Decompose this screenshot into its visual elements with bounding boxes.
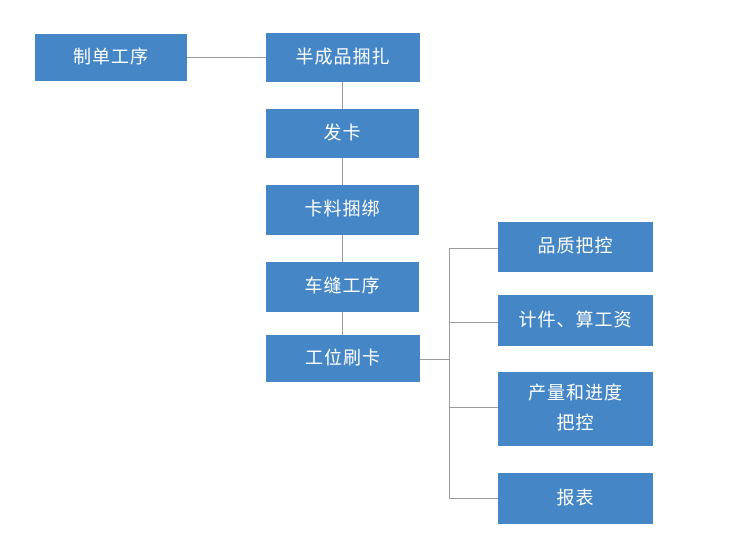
connector-trunk-to-output [449, 407, 498, 408]
connector-trunk-to-reports [449, 498, 498, 499]
connector-bundling-to-cardissue [342, 82, 343, 109]
connector-trunk-to-piecework [449, 322, 498, 323]
node-piece-count-wages: 计件、算工资 [498, 295, 653, 346]
connector-trunk-vertical [449, 248, 450, 499]
node-reports: 报表 [498, 473, 653, 524]
node-output-progress-control: 产量和进度 把控 [498, 372, 653, 446]
connector-binding-to-sewing [342, 235, 343, 262]
node-sewing-process: 车缝工序 [266, 262, 419, 312]
connector-swipe-to-trunk [420, 359, 449, 360]
connector-order-to-bundling [187, 57, 266, 58]
node-card-issuing: 发卡 [266, 109, 419, 158]
node-order-process: 制单工序 [35, 34, 187, 81]
node-quality-control: 品质把控 [498, 222, 653, 272]
connector-sewing-to-swipe [342, 312, 343, 335]
node-card-material-binding: 卡料捆绑 [266, 185, 419, 235]
node-semi-finished-bundling: 半成品捆扎 [266, 33, 420, 82]
connector-trunk-to-quality [449, 248, 498, 249]
node-station-card-swipe: 工位刷卡 [266, 335, 420, 382]
connector-cardissue-to-binding [342, 158, 343, 185]
